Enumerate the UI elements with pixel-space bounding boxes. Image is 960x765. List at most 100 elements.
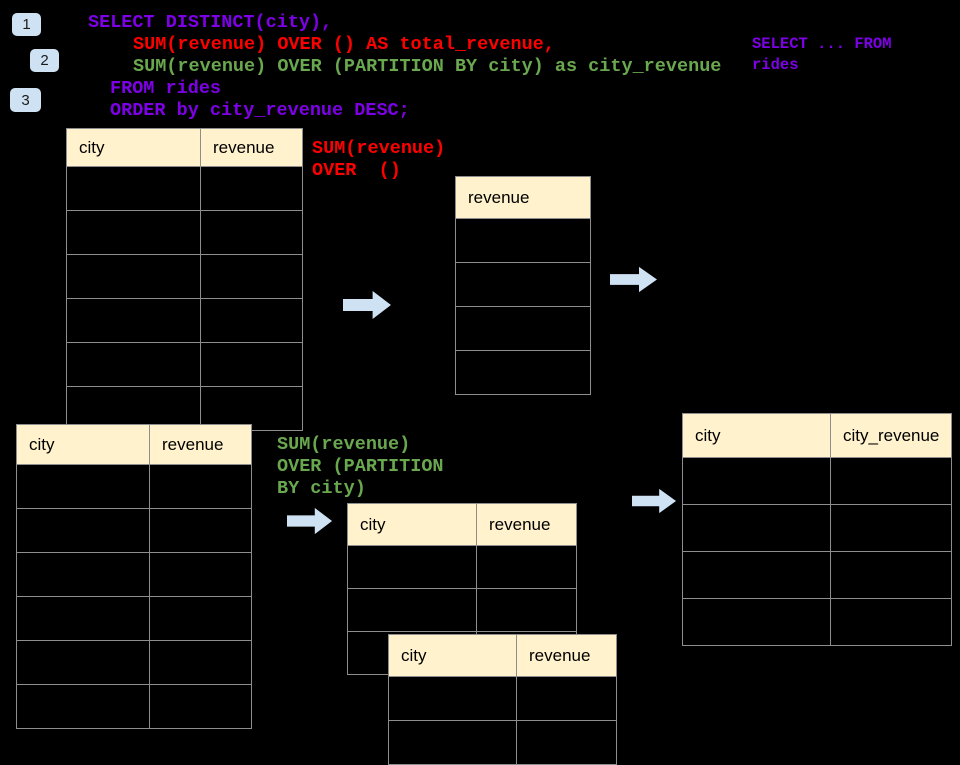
table-row bbox=[16, 596, 252, 641]
table-cell bbox=[200, 210, 303, 255]
table-cell bbox=[66, 298, 201, 343]
table-row bbox=[66, 166, 303, 211]
table-cell bbox=[200, 342, 303, 387]
table-row bbox=[455, 350, 591, 395]
table-cell bbox=[149, 552, 252, 597]
table-cell bbox=[66, 386, 201, 431]
table-cell bbox=[16, 684, 150, 729]
table-cell bbox=[16, 640, 150, 685]
arrow-right-icon bbox=[287, 507, 333, 535]
table-cell bbox=[149, 596, 252, 641]
table-cell bbox=[682, 551, 831, 599]
table-cell bbox=[200, 254, 303, 299]
table-cell bbox=[830, 457, 952, 505]
label-sum-over-partition: SUM(revenue) OVER (PARTITION BY city) bbox=[277, 434, 444, 499]
table-row bbox=[682, 504, 952, 552]
table-cell bbox=[200, 386, 303, 431]
table-row bbox=[455, 262, 591, 307]
table-cell bbox=[830, 551, 952, 599]
sql-line-5: ORDER by city_revenue DESC; bbox=[110, 100, 410, 121]
table-row bbox=[682, 457, 952, 505]
table-cell bbox=[149, 464, 252, 509]
column-header: city bbox=[16, 424, 150, 465]
table-row bbox=[388, 720, 617, 765]
table-cell bbox=[200, 298, 303, 343]
table-row bbox=[66, 298, 303, 343]
sql-line-4: FROM rides bbox=[110, 78, 222, 99]
header-row: revenue bbox=[455, 176, 591, 219]
table-cell bbox=[455, 306, 591, 351]
table-cell bbox=[16, 596, 150, 641]
table-cell bbox=[16, 508, 150, 553]
table-cell bbox=[16, 552, 150, 597]
table-cell bbox=[149, 508, 252, 553]
table-cell bbox=[682, 598, 831, 646]
table-row bbox=[347, 588, 577, 632]
table-row bbox=[66, 254, 303, 299]
table-cell bbox=[66, 166, 201, 211]
column-header: revenue bbox=[149, 424, 252, 465]
table-cell bbox=[388, 720, 517, 765]
sql-line-2: SUM(revenue) OVER () AS total_revenue, bbox=[133, 34, 555, 55]
column-header: city bbox=[66, 128, 201, 167]
table-cell bbox=[347, 588, 477, 632]
table-cell bbox=[66, 210, 201, 255]
table-cell bbox=[476, 545, 577, 589]
table-cell bbox=[66, 342, 201, 387]
table-row bbox=[388, 676, 617, 721]
arrow-right-icon bbox=[610, 266, 658, 293]
table-revenue-window: revenue bbox=[455, 176, 591, 395]
table-cell bbox=[455, 218, 591, 263]
table-row bbox=[16, 508, 252, 553]
sql-line-1: SELECT DISTINCT(city), bbox=[88, 12, 333, 33]
table-cell bbox=[682, 457, 831, 505]
table-cell bbox=[830, 598, 952, 646]
table-cell bbox=[516, 676, 617, 721]
table-row bbox=[16, 464, 252, 509]
step-badge-3: 3 bbox=[10, 88, 41, 112]
column-header: city bbox=[388, 634, 517, 677]
slide-canvas: { "colors": { "background": "#000000", "… bbox=[10, 12, 952, 765]
column-header: city bbox=[682, 413, 831, 458]
table-cell bbox=[388, 676, 517, 721]
table-row bbox=[66, 342, 303, 387]
table-row bbox=[455, 306, 591, 351]
table-cell bbox=[830, 504, 952, 552]
table-row bbox=[682, 551, 952, 599]
column-header: revenue bbox=[200, 128, 303, 167]
table-cell bbox=[476, 588, 577, 632]
table-cell bbox=[66, 254, 201, 299]
arrow-right-icon bbox=[632, 488, 677, 514]
table-cell bbox=[682, 504, 831, 552]
table-cell bbox=[516, 720, 617, 765]
table-cell bbox=[149, 640, 252, 685]
table-row bbox=[16, 640, 252, 685]
table-cell bbox=[149, 684, 252, 729]
step-badge-1: 1 bbox=[12, 13, 41, 36]
table-row bbox=[347, 545, 577, 589]
table-cell bbox=[347, 545, 477, 589]
table-row bbox=[455, 218, 591, 263]
column-header: revenue bbox=[455, 176, 591, 219]
step-badge-2: 2 bbox=[30, 49, 59, 72]
column-header: revenue bbox=[476, 503, 577, 546]
table-row bbox=[682, 598, 952, 646]
table-row bbox=[66, 210, 303, 255]
sql-fragment-note: SELECT ... FROM rides bbox=[752, 35, 892, 74]
arrow-right-icon bbox=[343, 290, 392, 320]
table-row bbox=[66, 386, 303, 431]
label-sum-over-all: SUM(revenue) OVER () bbox=[312, 138, 446, 181]
table-row bbox=[16, 684, 252, 729]
table-cell bbox=[200, 166, 303, 211]
table-cell bbox=[455, 350, 591, 395]
table-cell bbox=[16, 464, 150, 509]
table-cell bbox=[455, 262, 591, 307]
